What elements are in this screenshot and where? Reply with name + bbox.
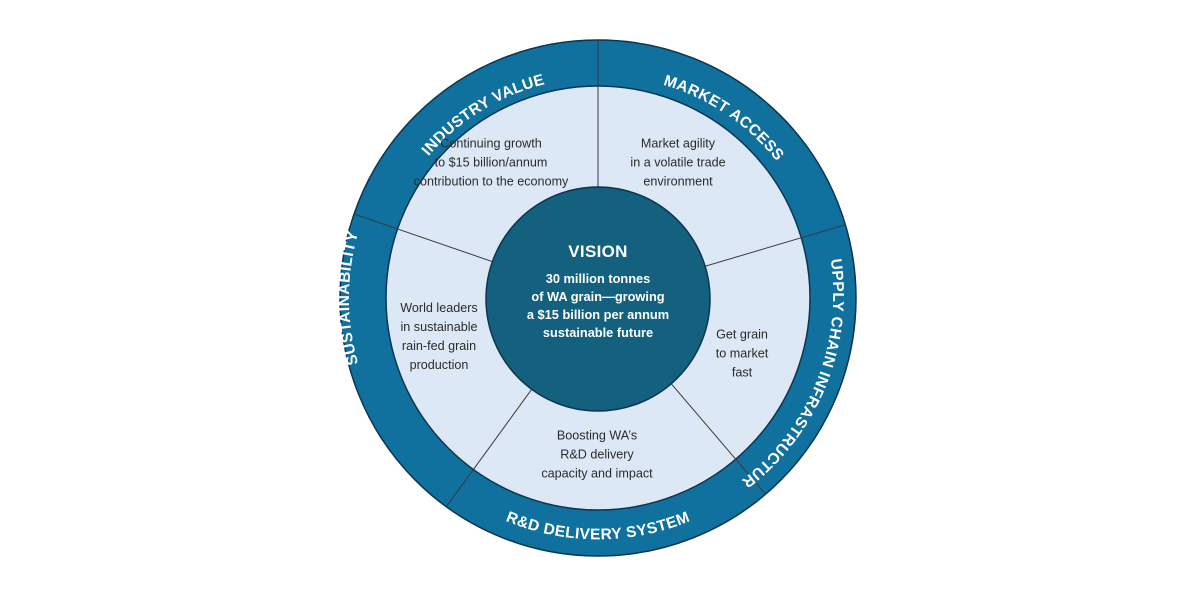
segment-line: to $15 billion/annum [434,155,548,170]
vision-line: a $15 billion per annum [526,307,670,322]
segment-line: R&D delivery [560,447,634,462]
segment-line: in a volatile trade [630,155,726,170]
vision-statement: 30 million tonnes of WA grain—growing a … [493,270,703,342]
vision-line: 30 million tonnes [545,271,651,286]
segment-line: Boosting WA’s [556,428,638,443]
segment-text-supply-chain: Get grain to market fast [642,326,842,383]
vision-line: sustainable future [542,325,654,340]
segment-line: contribution to the economy [413,174,569,189]
vision-block: VISION 30 million tonnes of WA grain—gro… [493,242,703,342]
segment-line: capacity and impact [541,466,653,481]
segment-line: Continuing growth [440,136,542,151]
vision-line: of WA grain—growing [531,289,665,304]
vision-title: VISION [568,242,628,261]
segment-line: rain-fed grain [401,339,477,353]
segment-line: production [409,358,469,372]
segment-line: in sustainable [400,320,478,334]
segment-text-sustainability: World leaders in sustainable rain-fed gr… [339,299,539,375]
segment-text-market-access: Market agility in a volatile trade envir… [578,135,778,192]
segment-line: fast [731,365,753,380]
segment-line: World leaders [400,301,478,315]
segment-line: to market [715,346,769,361]
segment-line: Market agility [640,136,716,151]
segment-line: environment [643,174,713,189]
segment-line: Get grain [716,327,768,342]
segment-text-industry-value: Continuing growth to $15 billion/annum c… [391,135,591,192]
vision-circle [485,186,711,412]
segment-text-rd-delivery: Boosting WA’s R&D delivery capacity and … [497,427,697,484]
